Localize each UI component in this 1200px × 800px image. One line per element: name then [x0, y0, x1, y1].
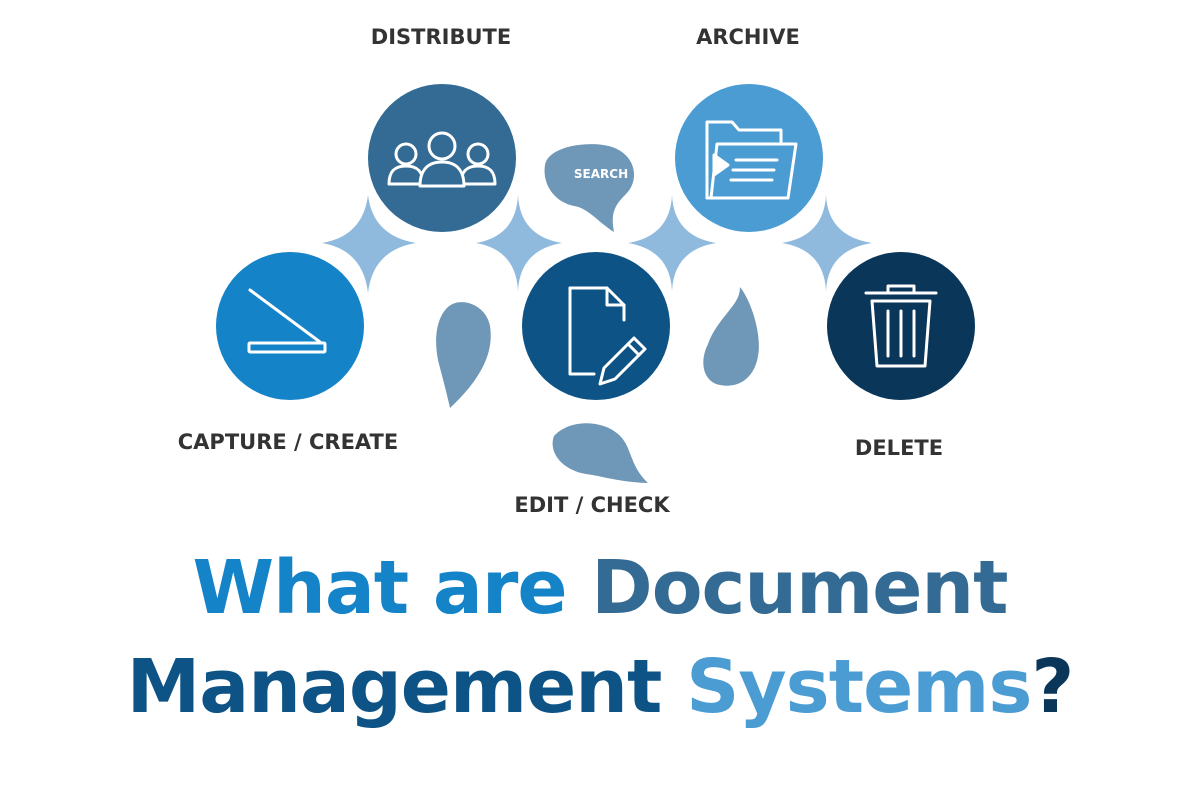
- speech-bubble-right: [703, 287, 759, 386]
- document-edit-icon: [568, 286, 647, 386]
- search-bubble: [544, 144, 635, 232]
- edit-circle-fill: [522, 252, 670, 400]
- folder-icon: [705, 120, 798, 200]
- capture-label: CAPTURE / CREATE: [178, 430, 398, 454]
- connector-group: [322, 195, 872, 293]
- speech-bubble-left: [436, 302, 491, 408]
- connector-capture-distribute: [322, 195, 416, 293]
- archive-label: ARCHIVE: [696, 25, 800, 49]
- speech-bubble-bottom: [552, 423, 648, 483]
- bubble-group: [436, 144, 759, 483]
- users-group-icon: [387, 131, 497, 188]
- scanner-icon: [247, 288, 327, 354]
- connector-archive-delete: [782, 195, 872, 291]
- distribute-label: DISTRIBUTE: [371, 25, 511, 49]
- headline-word-are: are: [432, 545, 592, 631]
- edit-label: EDIT / CHECK: [514, 493, 670, 517]
- headline-word-management: Management: [126, 644, 687, 730]
- headline-word-what: What: [192, 545, 433, 631]
- trash-icon: [864, 284, 938, 368]
- headline-question-mark: ?: [1031, 644, 1074, 730]
- connector-edit-archive: [628, 195, 716, 291]
- headline-line-2: Management Systems?: [0, 643, 1200, 731]
- archive-circle-fill: [675, 84, 823, 232]
- connector-distribute-edit: [476, 195, 562, 291]
- headline-word-systems: Systems: [686, 644, 1032, 730]
- headline-word-document: Document: [591, 545, 1008, 631]
- capture-circle-fill: [216, 252, 364, 400]
- search-label: SEARCH: [574, 167, 628, 181]
- headline-line-1: What are Document: [0, 544, 1200, 632]
- delete-label: DELETE: [855, 436, 943, 460]
